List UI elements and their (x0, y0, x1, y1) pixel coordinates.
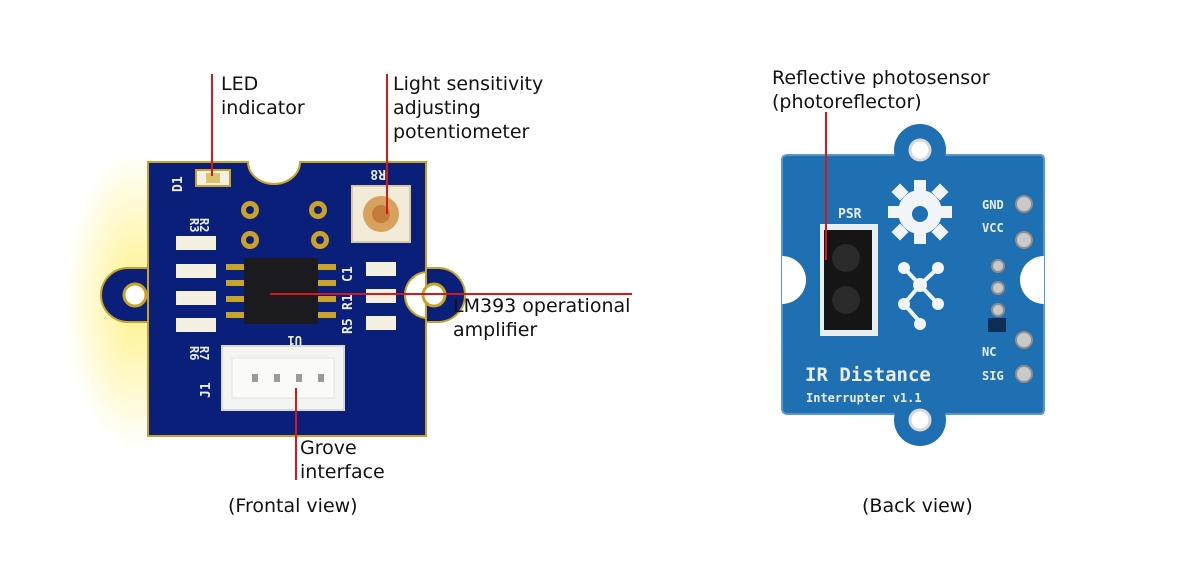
silk-nc: NC (982, 345, 996, 359)
caption-back-view: (Back view) (862, 495, 973, 517)
callout-grove: Grove interface (300, 437, 385, 483)
silk-r1: R1 (341, 294, 356, 310)
silk-j1: J1 (199, 382, 214, 398)
callout-photoreflector: Reflective photosensor (photoreflector) (772, 67, 990, 113)
silk-c1: C1 (341, 266, 356, 282)
silk-board-title: IR Distance (805, 364, 931, 386)
silk-r8: R8 (370, 166, 386, 181)
silk-r7: R7 (197, 346, 211, 360)
silk-r6: R6 (187, 346, 201, 360)
silk-r3: R3 (187, 218, 201, 232)
caption-frontal-view: (Frontal view) (228, 495, 358, 517)
front-leader-lines (211, 74, 632, 480)
silk-u1: U1 (288, 333, 302, 347)
silk-psr: PSR (838, 207, 862, 222)
silk-sig: SIG (982, 369, 1004, 383)
silk-r2: R2 (197, 218, 211, 232)
silk-vcc: VCC (982, 221, 1004, 235)
silk-board-subtitle: Interrupter v1.1 (806, 391, 922, 405)
silk-r5: R5 (341, 318, 356, 334)
callout-led: LED indicator (221, 73, 305, 119)
front-pcb (100, 161, 466, 437)
back-pcb (781, 124, 1045, 446)
callout-opamp: LM393 operational amplifier (453, 295, 631, 341)
silk-gnd: GND (982, 198, 1004, 212)
callout-potentiometer: Light sensitivity adjusting potentiomete… (393, 73, 544, 143)
silk-d1: D1 (171, 176, 186, 192)
